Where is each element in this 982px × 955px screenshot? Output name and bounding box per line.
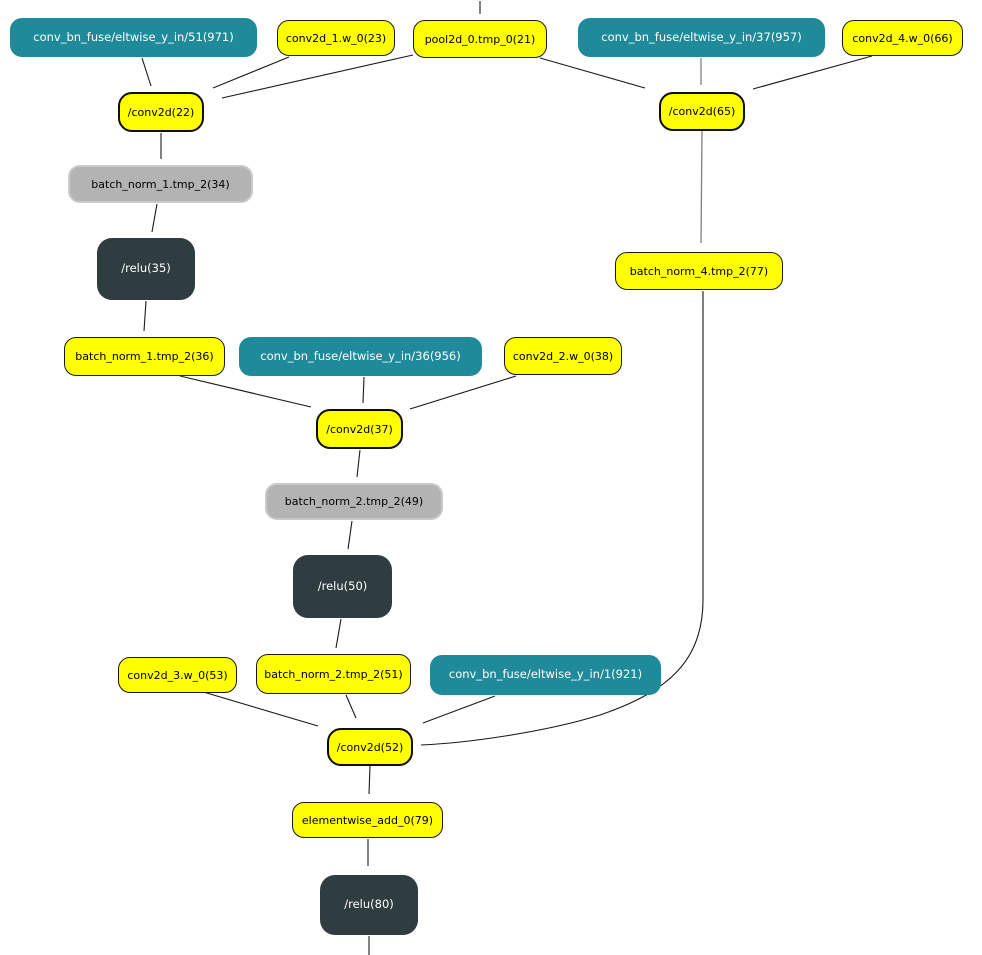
node-relu-50[interactable]: /relu(50) [293, 555, 392, 618]
node-label: /relu(35) [121, 261, 171, 276]
edge-batch-norm-1-tmp-2-34-to-relu-35 [151, 203, 158, 233]
node-eltwise-y-in-1-921[interactable]: conv_bn_fuse/eltwise_y_in/1(921) [430, 655, 661, 695]
node-relu-35[interactable]: /relu(35) [97, 238, 195, 300]
edge-conv2d-52-to-elementwise-add-0-79 [368, 765, 371, 795]
node-label: elementwise_add_0(79) [301, 813, 434, 827]
node-label: conv_bn_fuse/eltwise_y_in/37(957) [601, 29, 802, 44]
node-conv2d-1-w-0-23[interactable]: conv2d_1.w_0(23) [277, 20, 395, 56]
edge-eltwise-y-in-1-921-to-conv2d-52 [422, 695, 496, 724]
edge-batch-norm-1-tmp-2-36-to-conv2d-37 [179, 375, 312, 408]
node-label: batch_norm_2.tmp_2(49) [284, 495, 424, 508]
node-elementwise-add-0-79[interactable]: elementwise_add_0(79) [292, 802, 443, 838]
node-label: /relu(50) [317, 578, 368, 593]
node-conv2d-2-w-0-38[interactable]: conv2d_2.w_0(38) [504, 337, 622, 375]
node-batch-norm-4-tmp-2-77[interactable]: batch_norm_4.tmp_2(77) [615, 252, 783, 290]
node-label: /conv2d(52) [336, 740, 404, 754]
node-conv2d-65[interactable]: /conv2d(65) [659, 92, 745, 131]
edge-batch-norm-2-tmp-2-51-to-conv2d-52 [345, 694, 357, 719]
node-batch-norm-1-tmp-2-34[interactable]: batch_norm_1.tmp_2(34) [68, 165, 253, 203]
node-label: batch_norm_2.tmp_2(51) [264, 667, 403, 681]
edge-pool2d-0-tmp-0-21-to-conv2d-22 [221, 54, 414, 99]
node-label: batch_norm_4.tmp_2(77) [629, 264, 769, 278]
edge-conv2d-1-w-0-23-to-conv2d-22 [212, 56, 290, 89]
node-eltwise-y-in-51-971[interactable]: conv_bn_fuse/eltwise_y_in/51(971) [10, 18, 257, 57]
edge-conv2d-37-to-batch-norm-2-tmp-2-49 [356, 449, 361, 478]
node-label: /conv2d(37) [326, 422, 393, 436]
node-batch-norm-2-tmp-2-51[interactable]: batch_norm_2.tmp_2(51) [256, 654, 411, 694]
node-label: conv2d_1.w_0(23) [285, 31, 387, 45]
node-label: conv_bn_fuse/eltwise_y_in/36(956) [260, 348, 461, 363]
edge-relu-50-to-batch-norm-2-tmp-2-51 [335, 618, 342, 649]
edge-conv2d-65-to-batch-norm-4-tmp-2-77 [700, 130, 703, 244]
node-eltwise-y-in-36-956[interactable]: conv_bn_fuse/eltwise_y_in/36(956) [239, 337, 482, 376]
edge-batch-norm-2-tmp-2-49-to-relu-50 [347, 520, 353, 550]
node-label: conv2d_4.w_0(66) [852, 31, 953, 45]
edge-conv2d-2-w-0-38-to-conv2d-37 [409, 375, 517, 410]
edge-conv2d-4-w-0-66-to-conv2d-65 [752, 55, 873, 90]
node-label: /relu(80) [344, 897, 394, 912]
node-label: conv_bn_fuse/eltwise_y_in/51(971) [33, 29, 234, 44]
node-label: /conv2d(22) [127, 105, 195, 119]
node-relu-80[interactable]: /relu(80) [320, 875, 418, 935]
node-label: conv_bn_fuse/eltwise_y_in/1(921) [448, 667, 643, 682]
edge-batch-norm-4-tmp-2-77-to-conv2d-52 [420, 291, 704, 746]
node-label: conv2d_3.w_0(53) [127, 668, 228, 682]
node-conv2d-52[interactable]: /conv2d(52) [327, 728, 413, 766]
node-batch-norm-1-tmp-2-36[interactable]: batch_norm_1.tmp_2(36) [64, 337, 225, 376]
node-batch-norm-2-tmp-2-49[interactable]: batch_norm_2.tmp_2(49) [265, 483, 443, 520]
node-conv2d-4-w-0-66[interactable]: conv2d_4.w_0(66) [842, 20, 963, 56]
edge-eltwise-y-in-51-971-to-conv2d-22 [141, 57, 152, 87]
edge-eltwise-y-in-36-956-to-conv2d-37 [362, 376, 365, 404]
node-pool2d-0-tmp-0-21[interactable]: pool2d_0.tmp_0(21) [413, 20, 547, 58]
node-label: pool2d_0.tmp_0(21) [424, 32, 536, 46]
edge-pool2d-0-tmp-0-21-to-conv2d-65 [539, 57, 646, 89]
node-label: batch_norm_1.tmp_2(36) [75, 350, 214, 363]
node-label: batch_norm_1.tmp_2(34) [91, 177, 230, 191]
edge-conv2d-3-w-0-53-to-conv2d-52 [199, 690, 319, 727]
node-label: /conv2d(65) [668, 105, 736, 118]
node-eltwise-y-in-37-957[interactable]: conv_bn_fuse/eltwise_y_in/37(957) [578, 18, 825, 57]
node-conv2d-22[interactable]: /conv2d(22) [118, 92, 204, 132]
node-conv2d-37[interactable]: /conv2d(37) [316, 409, 403, 449]
edge-relu-35-to-batch-norm-1-tmp-2-36 [143, 300, 147, 332]
node-label: conv2d_2.w_0(38) [512, 349, 614, 363]
node-conv2d-3-w-0-53[interactable]: conv2d_3.w_0(53) [118, 657, 237, 693]
